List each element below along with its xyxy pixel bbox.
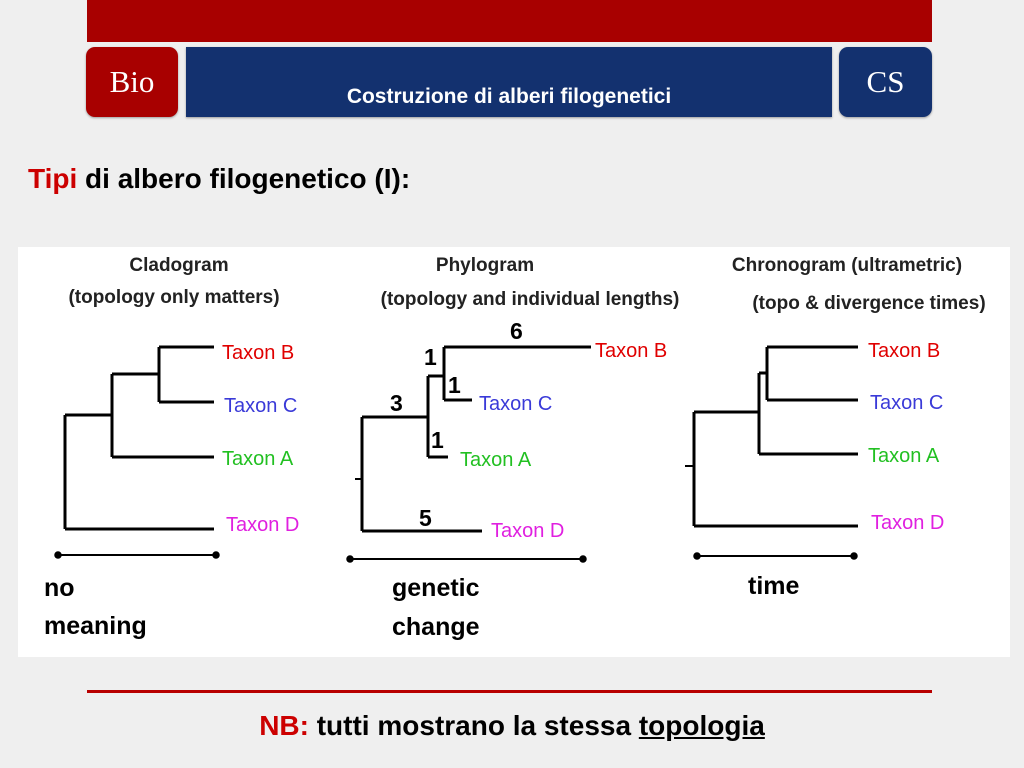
chronogram: Chronogram (ultrametric) (topo & diverge… <box>685 255 986 600</box>
cladogram-title: Cladogram <box>129 255 228 276</box>
tree-types-svg: Cladogram (topology only matters) Taxon … <box>44 255 986 641</box>
cladogram-branches <box>63 345 214 531</box>
slide-subtitle: Tipi di albero filogenetico (I): <box>28 163 410 195</box>
divider-line <box>87 690 932 693</box>
cladogram-axis-label-2: meaning <box>44 612 147 640</box>
branch-length-bc: 1 <box>424 344 437 370</box>
branch-length-d: 5 <box>419 505 432 531</box>
chronogram-branches <box>685 345 858 528</box>
chronogram-taxon-c: Taxon C <box>870 392 943 414</box>
phylogram-taxon-c: Taxon C <box>479 393 552 415</box>
footnote-label: NB: <box>259 710 309 741</box>
tree-types-diagram: Cladogram (topology only matters) Taxon … <box>18 247 1010 657</box>
cladogram-taxon-a: Taxon A <box>222 448 294 470</box>
chronogram-axis-label: time <box>748 572 800 600</box>
phylogram: Phylogram (topology and individual lengt… <box>346 255 680 641</box>
phylogram-subtitle: (topology and individual lengths) <box>381 289 680 310</box>
cladogram-subtitle: (topology only matters) <box>68 287 279 308</box>
footnote: NB: tutti mostrano la stessa topologia <box>0 710 1024 742</box>
phylogram-taxon-a: Taxon A <box>460 449 532 471</box>
cladogram-taxon-b: Taxon B <box>222 342 294 364</box>
cladogram-taxon-d: Taxon D <box>226 514 299 536</box>
phylogram-branch-lengths: 6 1 1 3 1 5 <box>390 318 523 531</box>
phylogram-axis-label-1: genetic <box>392 574 480 602</box>
footnote-underlined: topologia <box>638 710 765 741</box>
branch-length-a: 1 <box>431 427 444 453</box>
cladogram-axis-label-1: no <box>44 574 75 602</box>
branch-length-b: 6 <box>510 318 523 344</box>
cladogram: Cladogram (topology only matters) Taxon … <box>44 255 299 640</box>
slide-title: Costruzione di alberi filogenetici <box>346 85 672 108</box>
bio-badge: Bio <box>86 47 178 117</box>
title-bar: Costruzione di alberi filogenetici <box>186 47 832 117</box>
chronogram-title: Chronogram (ultrametric) <box>732 255 962 276</box>
phylogram-taxon-d: Taxon D <box>491 520 564 542</box>
phylogram-title: Phylogram <box>436 255 534 276</box>
branch-length-c: 1 <box>448 372 461 398</box>
subtitle-accent: Tipi <box>28 163 78 194</box>
footnote-text: tutti mostrano la stessa <box>316 710 632 741</box>
top-accent-bar <box>87 0 932 42</box>
cladogram-taxon-c: Taxon C <box>224 395 297 417</box>
chronogram-subtitle: (topo & divergence times) <box>752 293 985 314</box>
subtitle-rest: di albero filogenetico (I): <box>85 163 411 194</box>
branch-length-bca: 3 <box>390 390 403 416</box>
chronogram-taxon-a: Taxon A <box>868 445 940 467</box>
chronogram-taxon-b: Taxon B <box>868 340 940 362</box>
phylogram-branches <box>355 345 591 533</box>
phylogram-axis-label-2: change <box>392 613 480 641</box>
phylogram-taxon-b: Taxon B <box>595 340 667 362</box>
cs-badge: CS <box>839 47 932 117</box>
chronogram-taxon-d: Taxon D <box>871 512 944 534</box>
